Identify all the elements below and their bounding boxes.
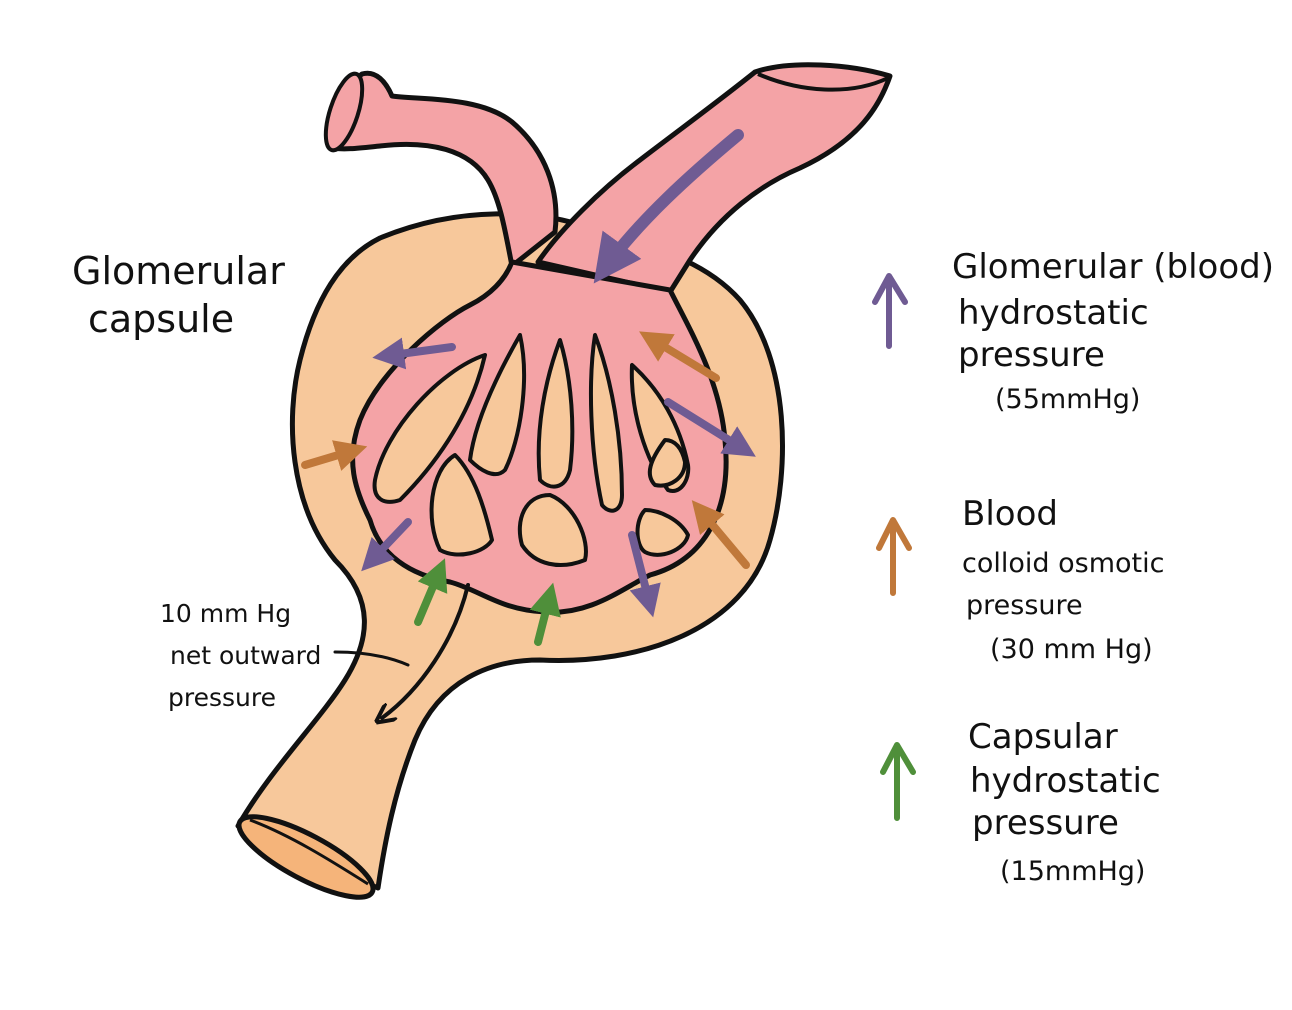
tubule-opening — [236, 814, 376, 900]
net-label-line2: net outward — [170, 641, 321, 670]
legend-1-line3: pressure — [958, 335, 1105, 375]
net-filtration-arrow — [382, 583, 470, 718]
legend-1-line2: hydrostatic — [958, 293, 1149, 333]
legend-item-colloid-osmotic: Blood colloid osmotic pressure (30 mm Hg… — [876, 494, 1164, 665]
legend-3-line4: (15mmHg) — [1000, 856, 1145, 887]
efferent-opening — [323, 71, 365, 153]
legend-3-line2: hydrostatic — [970, 761, 1161, 801]
capsule-label-line1: Glomerular — [72, 249, 285, 293]
brown-up-arrow-icon — [876, 517, 912, 596]
inflow-arrow — [593, 129, 744, 284]
capsule-label: Glomerular capsule — [72, 249, 285, 341]
purple-arrow-2 — [664, 398, 756, 457]
green-arrow-2 — [529, 582, 561, 646]
net-label-leader — [333, 650, 410, 667]
net-label-line1: 10 mm Hg — [160, 599, 291, 628]
legend-item-capsular-hydrostatic: Capsular hydrostatic pressure (15mmHg) — [880, 717, 1161, 887]
brown-arrow-1 — [639, 331, 720, 382]
legend-2-line3: pressure — [966, 590, 1083, 621]
capillary-loops — [372, 333, 691, 567]
brown-arrow-2 — [301, 440, 368, 471]
legend-3-line1: Capsular — [968, 717, 1118, 757]
legend-2-line4: (30 mm Hg) — [990, 634, 1153, 665]
purple-up-arrow-icon — [872, 273, 908, 349]
net-pressure-label: 10 mm Hg net outward pressure — [160, 599, 321, 712]
net-label-line3: pressure — [168, 683, 276, 712]
green-up-arrow-icon — [880, 742, 916, 821]
capsule-label-line2: capsule — [88, 297, 234, 341]
purple-arrow-4 — [628, 531, 661, 618]
purple-arrow-3 — [361, 518, 412, 572]
legend-1-line1: Glomerular (blood) — [952, 247, 1274, 287]
legend-2-line1: Blood — [962, 494, 1058, 534]
legend-1-line4: (55mmHg) — [995, 384, 1140, 415]
brown-arrow-3 — [691, 500, 750, 569]
legend-2-line2: colloid osmotic — [962, 548, 1164, 579]
legend-3-line3: pressure — [972, 803, 1119, 843]
legend-item-glomerular-hydrostatic: Glomerular (blood) hydrostatic pressure … — [872, 247, 1274, 415]
pressure-arrows — [301, 129, 756, 718]
purple-arrow-1 — [372, 337, 456, 370]
green-arrow-1 — [414, 558, 448, 626]
legend: Glomerular (blood) hydrostatic pressure … — [872, 247, 1274, 887]
